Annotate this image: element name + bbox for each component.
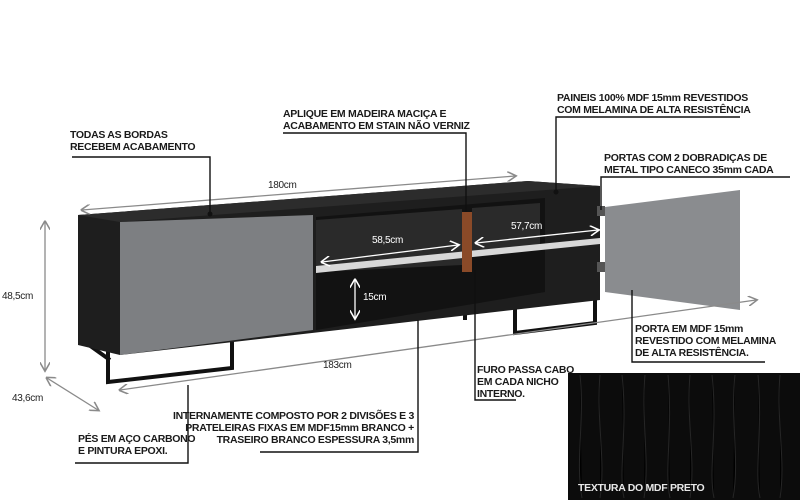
wood-applique — [462, 212, 472, 272]
callout-leaders — [72, 116, 790, 464]
right-open-door — [605, 190, 740, 310]
texture-label: TEXTURA DO MDF PRETO — [578, 482, 705, 494]
callout-line: TRASEIRO BRANCO ESPESSURA 3,5mm — [216, 434, 415, 446]
inner-dimension-lines — [322, 230, 598, 318]
callout-line: PAINEIS 100% MDF 15mm REVESTIDOS — [557, 92, 748, 104]
callout-line: INTERNO. — [477, 388, 525, 400]
dimension-depth: 43,6cm — [12, 393, 43, 404]
dimension-width-bottom: 183cm — [323, 360, 352, 371]
dimension-shelf-gap: 15cm — [363, 292, 387, 303]
callout-edges: TODAS AS BORDAS RECEBEM ACABAMENTO — [70, 129, 196, 153]
callout-cable-hole: FURO PASSA CABO EM CADA NICHO INTERNO. — [477, 364, 574, 400]
callout-line: PORTA EM MDF 15mm — [635, 323, 744, 335]
callout-panels: PAINEIS 100% MDF 15mm REVESTIDOS COM MEL… — [557, 92, 751, 116]
callout-wood-applique: APLIQUE EM MADEIRA MACIÇA E ACABAMENTO E… — [283, 108, 470, 132]
hinge-bottom — [597, 262, 605, 272]
callout-line: RECEBEM ACABAMENTO — [70, 141, 196, 153]
dimension-lines — [45, 176, 756, 410]
callout-line: PÉS EM AÇO CARBONO — [78, 433, 196, 445]
callout-line: FURO PASSA CABO — [477, 364, 575, 376]
callout-line: METAL TIPO CANECO 35mm CADA — [604, 164, 774, 176]
callout-interior: INTERNAMENTE COMPOSTO POR 2 DIVISÕES E 3… — [173, 410, 414, 446]
callout-line: APLIQUE EM MADEIRA MACIÇA E — [283, 108, 447, 120]
callout-door: PORTA EM MDF 15mm REVESTIDO COM MELAMINA… — [635, 323, 776, 359]
callout-line: PORTAS COM 2 DOBRADIÇAS DE — [604, 152, 767, 164]
texture-swatch — [568, 373, 800, 500]
callout-line: EM CADA NICHO — [477, 376, 559, 388]
dimension-niche-right: 57,7cm — [511, 221, 542, 232]
callout-line: REVESTIDO COM MELAMINA — [635, 335, 776, 347]
callout-line: DE ALTA RESISTÊNCIA. — [635, 347, 749, 359]
callout-hinges: PORTAS COM 2 DOBRADIÇAS DE METAL TIPO CA… — [604, 152, 774, 176]
callout-line: ACABAMENTO EM STAIN NÃO VERNIZ — [283, 120, 470, 132]
dimension-height: 48,5cm — [2, 291, 33, 302]
callout-line: INTERNAMENTE COMPOSTO POR 2 DIVISÕES E 3 — [172, 410, 414, 422]
callout-line: PRATELEIRAS FIXAS EM MDF15mm BRANCO + — [185, 422, 414, 434]
callout-line: TODAS AS BORDAS — [70, 129, 168, 141]
hinge-top — [597, 206, 605, 216]
dimension-width-top: 180cm — [268, 180, 297, 191]
callout-line: COM MELAMINA DE ALTA RESISTÊNCIA — [557, 104, 751, 116]
dimension-niche-left: 58,5cm — [372, 235, 403, 246]
callout-line: E PINTURA EPOXI. — [78, 445, 168, 457]
callout-feet: PÉS EM AÇO CARBONO E PINTURA EPOXI. — [78, 433, 196, 457]
